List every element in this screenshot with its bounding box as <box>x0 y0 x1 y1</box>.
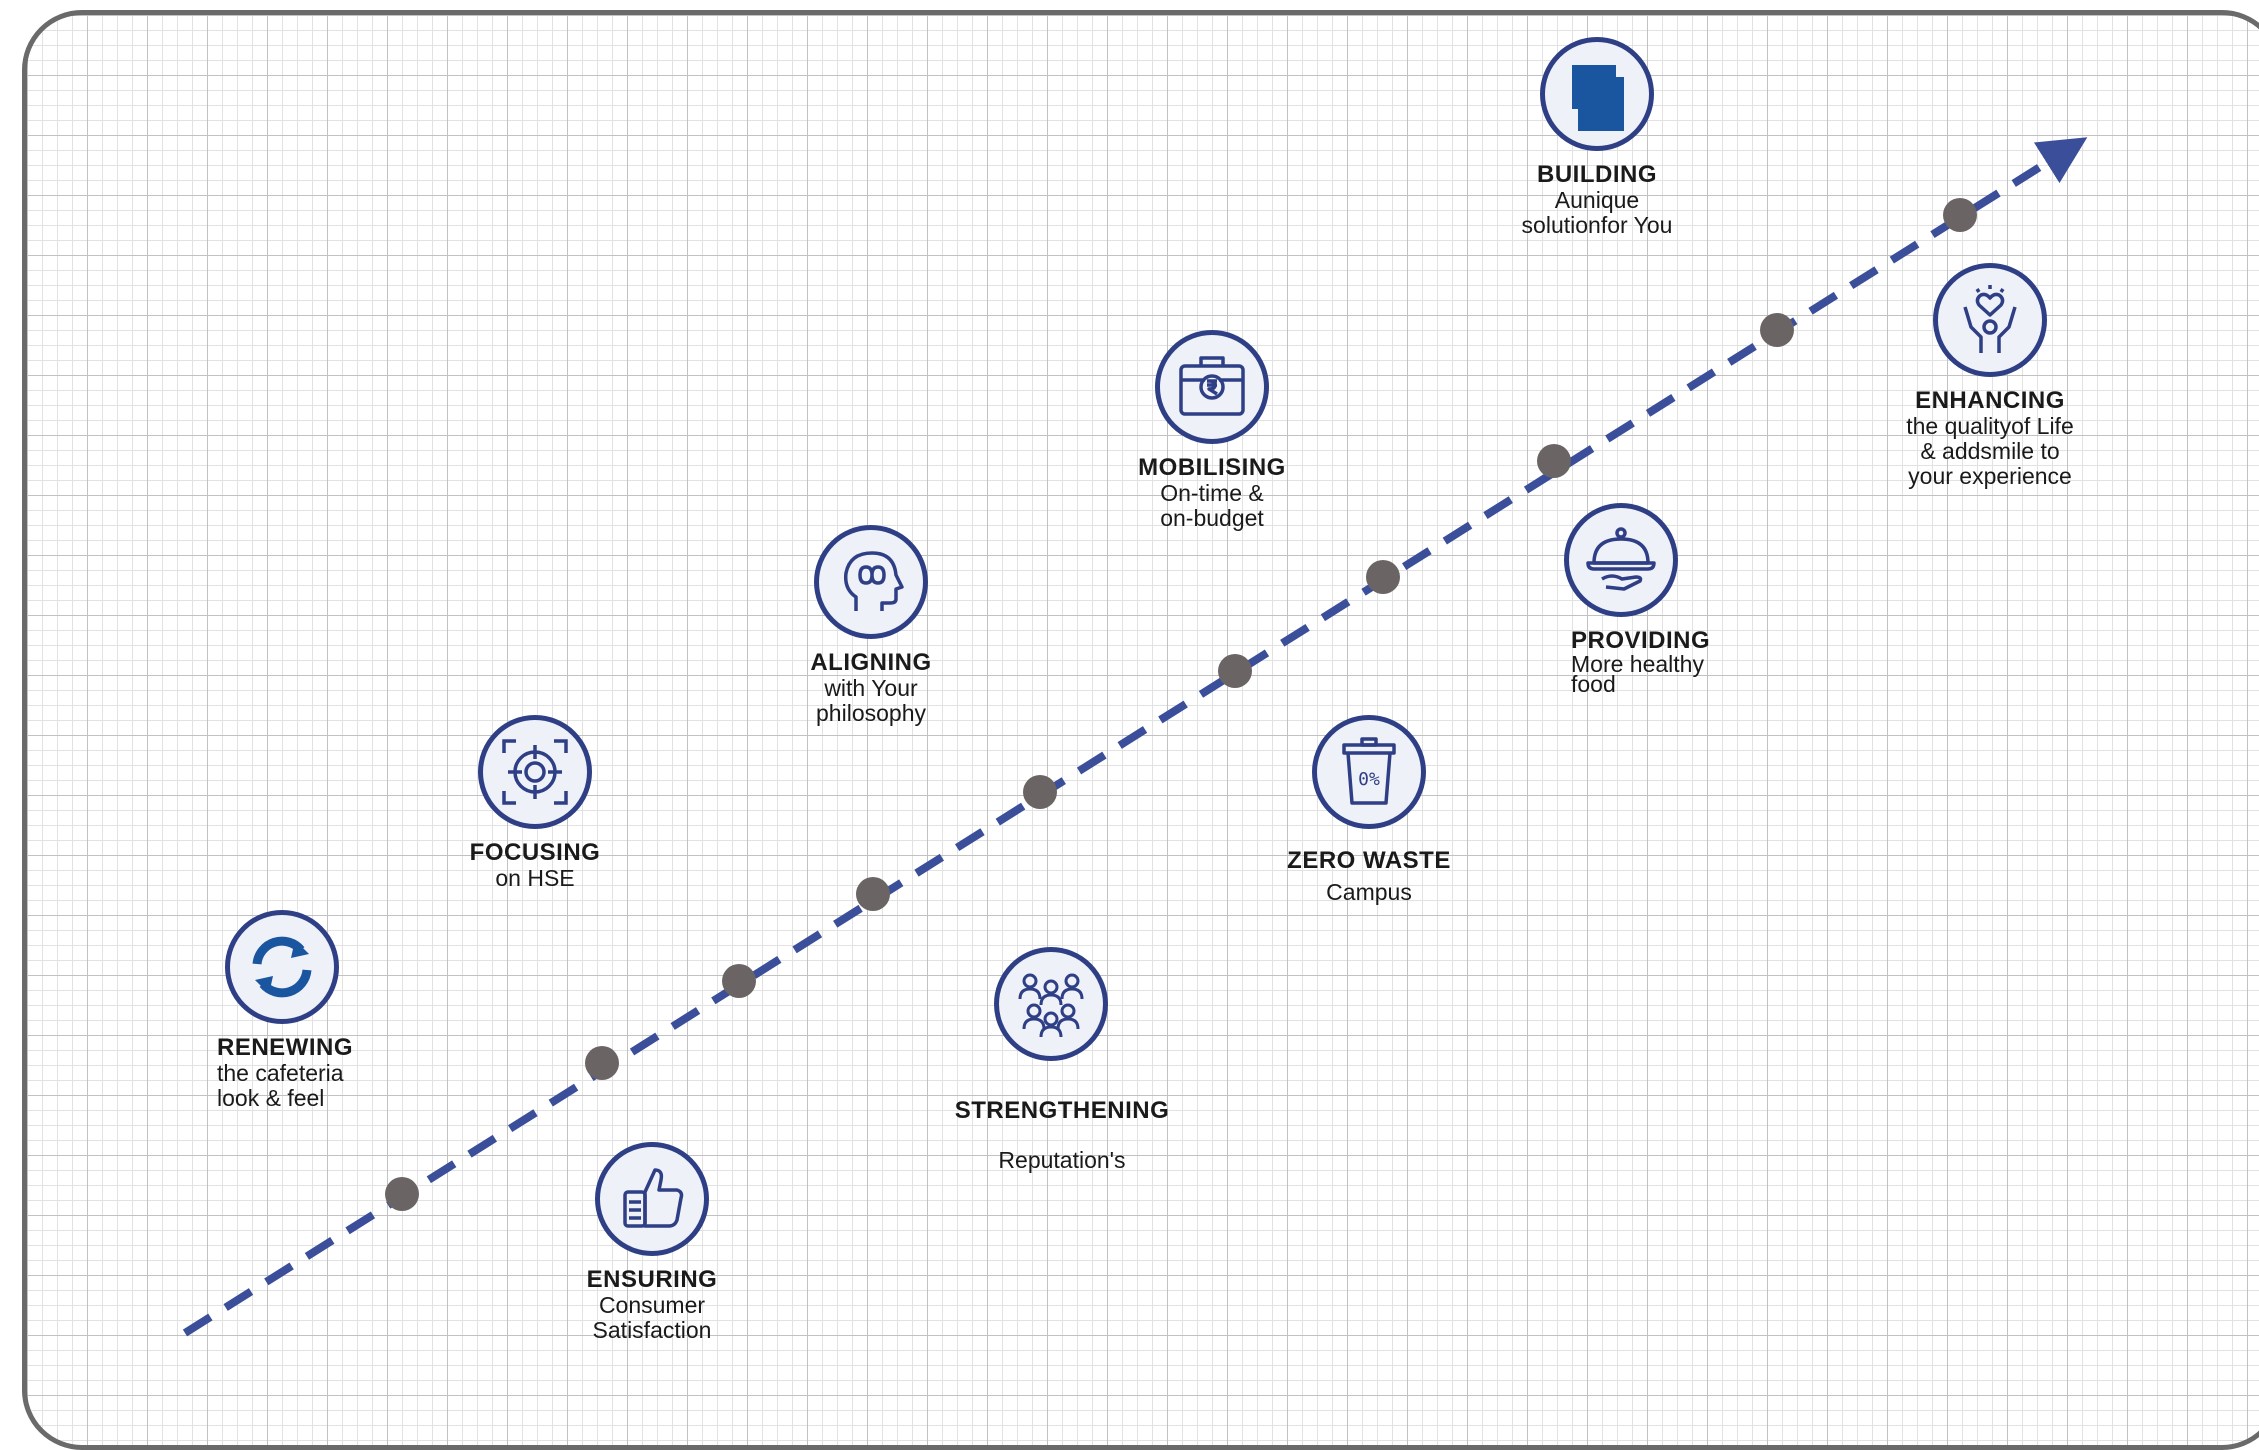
milestone-desc: on HSE <box>495 865 575 891</box>
milestone-enhancing: ENHANCING the qualityof Life & addsmile … <box>1810 263 2170 489</box>
milestone-title: ZERO WASTE <box>1287 847 1451 874</box>
milestone-aligning: ALIGNING with Your philosophy <box>691 525 1051 726</box>
grid-panel: RENEWING the cafeteria look & feel ENSUR… <box>22 10 2259 1450</box>
milestone-title: ENHANCING <box>1915 387 2065 414</box>
timeline-arrow <box>182 137 2088 1337</box>
heart-person-icon <box>1933 263 2047 377</box>
bin-icon: 0% <box>1312 715 1426 829</box>
milestone-renewing: RENEWING the cafeteria look & feel <box>77 910 437 1111</box>
milestone-desc: Aunique solutionfor You <box>1521 187 1673 238</box>
milestone-title: RENEWING <box>217 1034 353 1061</box>
milestone-title: STRENGTHENING <box>954 1097 1170 1124</box>
milestone-zero-waste: 0% ZERO WASTE Campus <box>1189 715 1549 905</box>
timeline-dot <box>385 1177 419 1211</box>
timeline-dot <box>1943 198 1977 232</box>
timeline-dot <box>1366 560 1400 594</box>
bin-label: 0% <box>1358 769 1380 790</box>
milestone-ensuring: ENSURING Consumer Satisfaction <box>472 1142 832 1343</box>
timeline-dot <box>1760 313 1794 347</box>
milestone-strengthening: STRENGTHENING Reputation's <box>867 947 1227 1173</box>
milestone-building: BUILDING Aunique solutionfor You <box>1417 37 1777 238</box>
milestone-desc: the cafeteria look & feel <box>217 1060 344 1111</box>
milestone-desc: Campus <box>1326 879 1412 905</box>
milestone-desc: Reputation's <box>998 1147 1126 1173</box>
refresh-icon <box>225 910 339 1024</box>
building-block-icon <box>1540 37 1654 151</box>
milestone-desc: with Your philosophy <box>816 675 926 726</box>
milestone-focusing: FOCUSING on HSE <box>355 715 715 891</box>
timeline-dot <box>856 877 890 911</box>
milestone-desc: On-time & on-budget <box>1160 480 1264 531</box>
milestone-desc: the qualityof Life & addsmile to your ex… <box>1906 413 2074 489</box>
milestone-title: ENSURING <box>586 1266 718 1293</box>
milestone-title: ALIGNING <box>810 649 932 676</box>
target-icon <box>478 715 592 829</box>
milestone-mobilising: MOBILISING On-time & on-budget <box>1032 330 1392 531</box>
milestone-title: FOCUSING <box>469 839 601 866</box>
food-cloche-icon <box>1564 503 1678 617</box>
timeline-dot <box>1218 654 1252 688</box>
head-infinity-icon <box>814 525 928 639</box>
milestone-title: PROVIDING <box>1571 627 1711 654</box>
milestone-title: MOBILISING <box>1138 454 1286 481</box>
thumbs-up-icon <box>595 1142 709 1256</box>
milestone-title: BUILDING <box>1537 161 1657 188</box>
timeline-dot <box>722 964 756 998</box>
milestone-desc: Consumer Satisfaction <box>592 1292 712 1343</box>
timeline-dot <box>585 1046 619 1080</box>
timeline-dot <box>1537 444 1571 478</box>
milestone-providing: PROVIDING More healthy food <box>1441 503 1801 697</box>
timeline-diagram <box>182 137 2088 1337</box>
timeline-dot <box>1023 775 1057 809</box>
milestone-dots <box>385 198 1977 1211</box>
milestone-desc: More healthy food <box>1571 651 1704 697</box>
briefcase-rupee-icon <box>1155 330 1269 444</box>
team-icon <box>994 947 1108 1061</box>
